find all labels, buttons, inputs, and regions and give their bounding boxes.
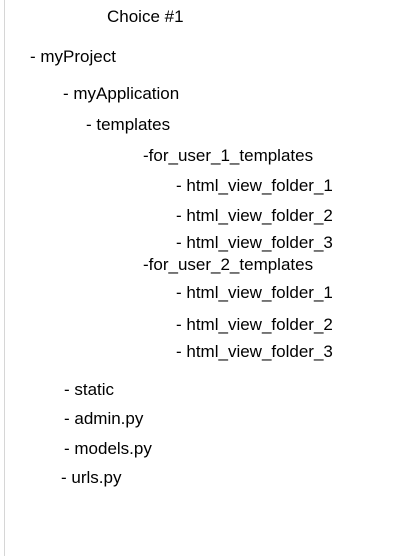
diagram-title: Choice #1 xyxy=(107,7,184,26)
tree-node-for-user-1-templates: -for_user_1_templates xyxy=(143,146,314,165)
tree-node-urls-py: - urls.py xyxy=(61,468,122,487)
tree-node-for-user-2-templates: -for_user_2_templates xyxy=(143,255,314,274)
tree-node-admin-py: - admin.py xyxy=(64,409,144,428)
tree-node-user2-html-view-folder-1: - html_view_folder_1 xyxy=(176,283,333,302)
tree-node-models-py: - models.py xyxy=(64,439,152,458)
tree-node-static: - static xyxy=(64,380,115,399)
tree-node-user1-html-view-folder-1: - html_view_folder_1 xyxy=(176,176,333,195)
tree-node-user2-html-view-folder-3: - html_view_folder_3 xyxy=(176,342,333,361)
left-border-line xyxy=(4,0,5,556)
tree-node-myapplication: - myApplication xyxy=(63,84,180,103)
tree-node-myproject: - myProject xyxy=(30,47,116,66)
tree-node-user1-html-view-folder-3: - html_view_folder_3 xyxy=(176,233,333,252)
tree-node-user2-html-view-folder-2: - html_view_folder_2 xyxy=(176,315,333,334)
tree-node-user1-html-view-folder-2: - html_view_folder_2 xyxy=(176,206,333,225)
tree-node-templates: - templates xyxy=(86,115,171,134)
